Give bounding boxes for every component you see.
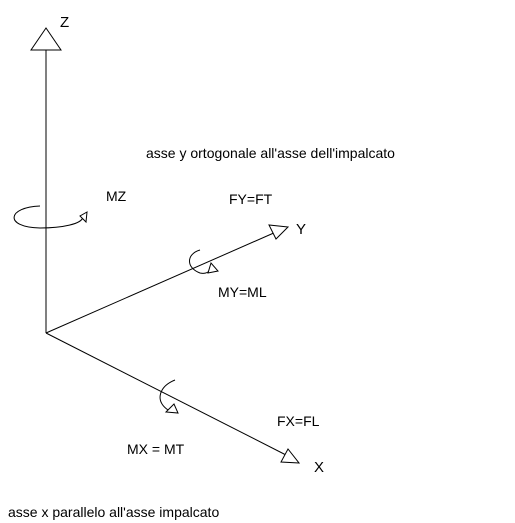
y-axis-label: Y xyxy=(296,221,306,238)
fx-label: FX=FL xyxy=(277,413,320,429)
z-axis-arrowhead xyxy=(30,27,62,51)
my-label: MY=ML xyxy=(218,284,267,300)
x-axis-arrowhead xyxy=(280,448,301,464)
y-axis-arrowhead xyxy=(268,224,290,240)
y-axis-line xyxy=(45,231,277,334)
my-rotation-arc xyxy=(189,249,211,274)
my-rotation-arrowhead xyxy=(207,261,219,274)
z-axis-label: Z xyxy=(60,14,69,31)
x-axis-line xyxy=(45,332,287,456)
mx-rotation-arc xyxy=(159,379,176,411)
mx-label: MX = MT xyxy=(127,441,185,457)
mz-rotation-arc xyxy=(13,205,84,229)
mx-rotation-arrowhead xyxy=(164,403,179,414)
x-axis-label: X xyxy=(314,459,324,476)
x-axis-note: asse x parallelo all'asse impalcato xyxy=(8,504,219,520)
y-axis-note: asse y ortogonale all'asse dell'impalcat… xyxy=(146,145,395,161)
mz-rotation-arrowhead xyxy=(79,211,88,224)
mz-label: MZ xyxy=(106,188,127,204)
fy-label: FY=FT xyxy=(229,191,273,207)
